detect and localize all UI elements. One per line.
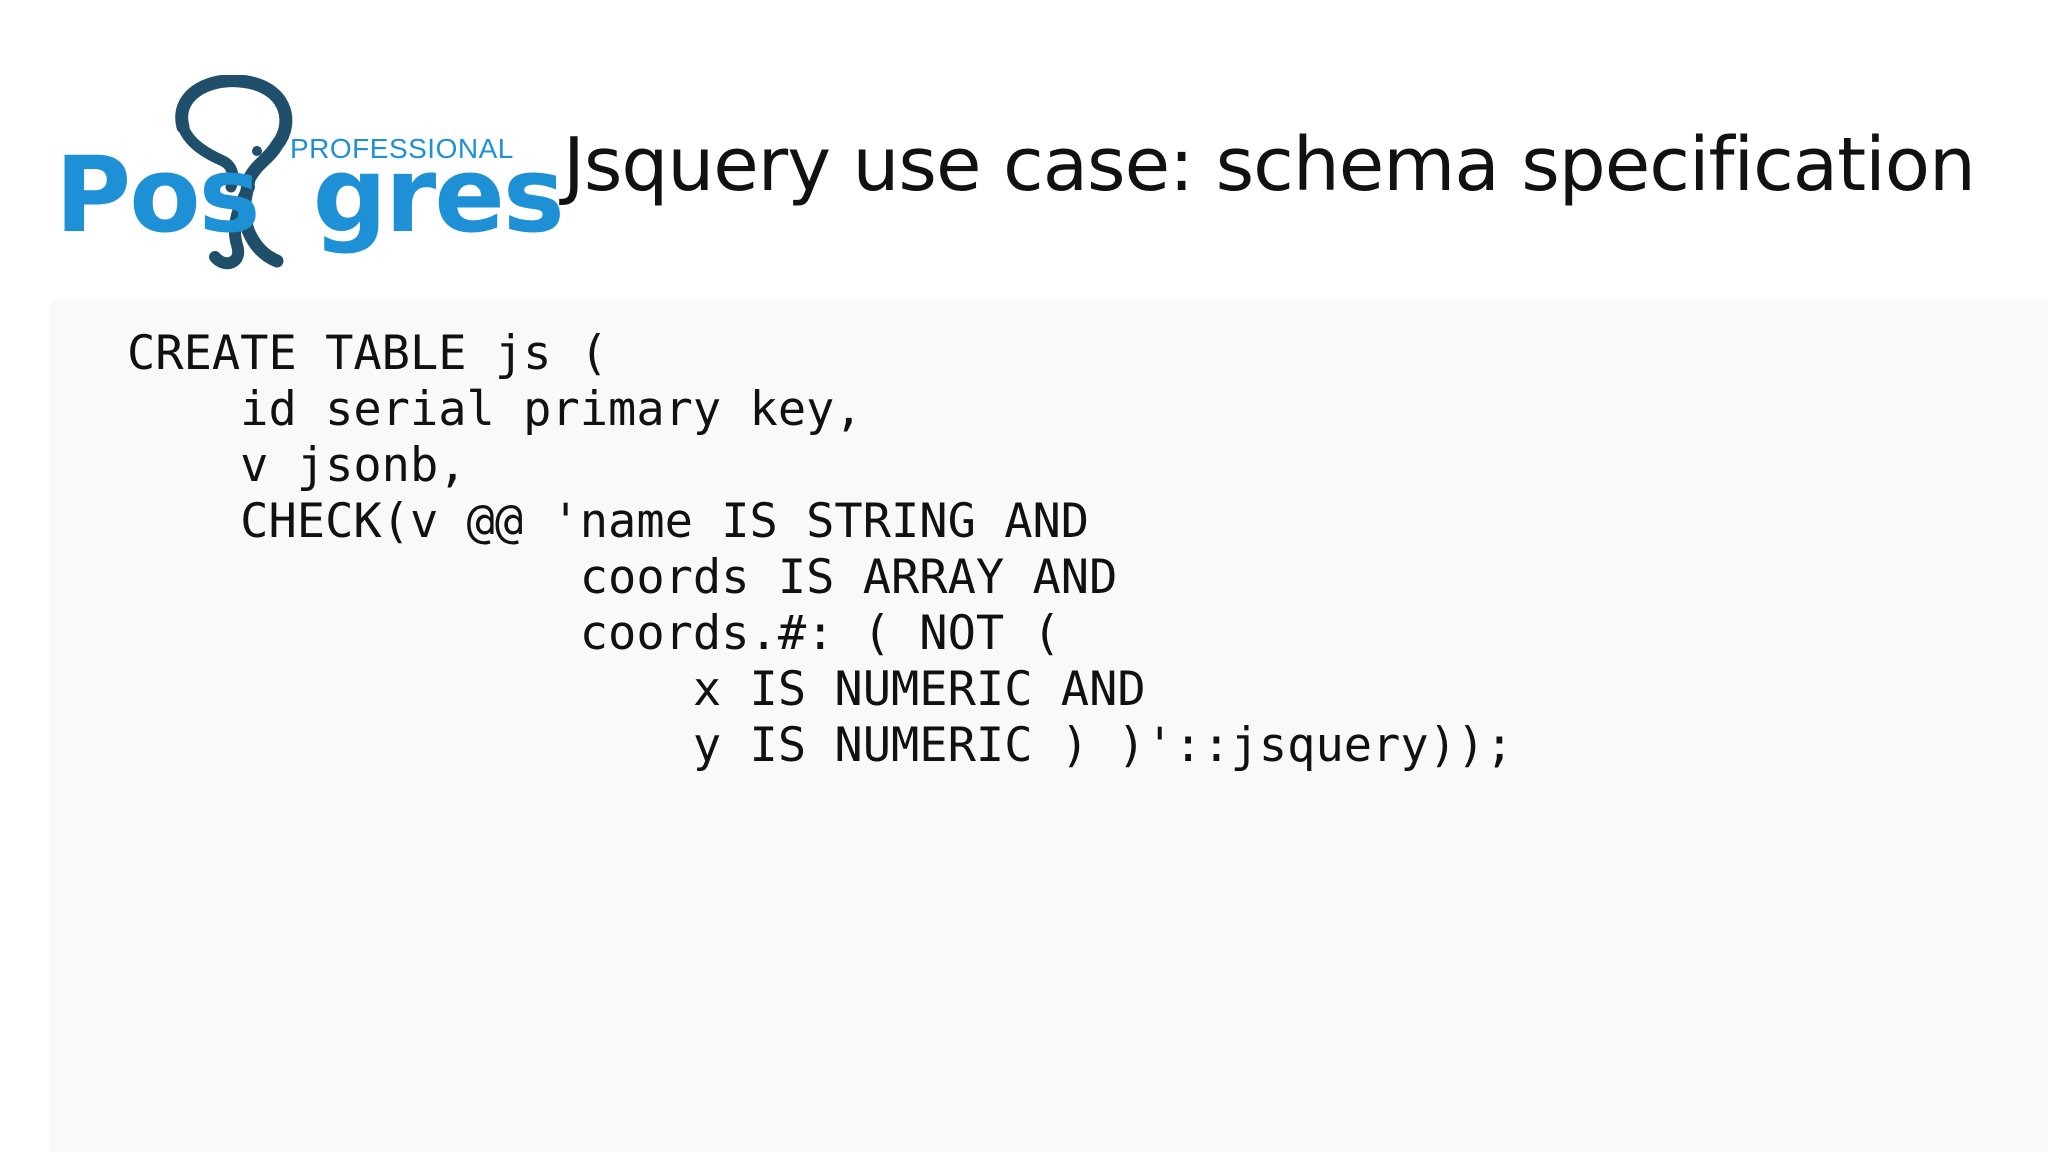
code-line: v jsonb, [127,438,467,493]
logo-subtitle: PROFESSIONAL [290,133,514,164]
slide-title: Jsquery use case: schema specification [563,122,1976,208]
code-line: CHECK(v @@ 'name IS STRING AND [127,494,1090,549]
code-line: id serial primary key, [127,382,863,437]
elephant-icon [175,75,293,270]
code-line: coords.#: ( NOT ( [127,606,1061,661]
code-line: coords IS ARRAY AND [127,550,1118,605]
code-line: y IS NUMERIC ) )'::jsquery)); [127,718,1514,773]
code-line: x IS NUMERIC AND [127,662,1146,717]
logo-wordmark-left: Pos [55,134,261,256]
sql-code-block: CREATE TABLE js ( id serial primary key,… [127,326,1514,774]
slide-background [50,300,2048,1152]
logo-wordmark-right: gres [312,134,565,256]
code-line: CREATE TABLE js ( [127,326,609,381]
